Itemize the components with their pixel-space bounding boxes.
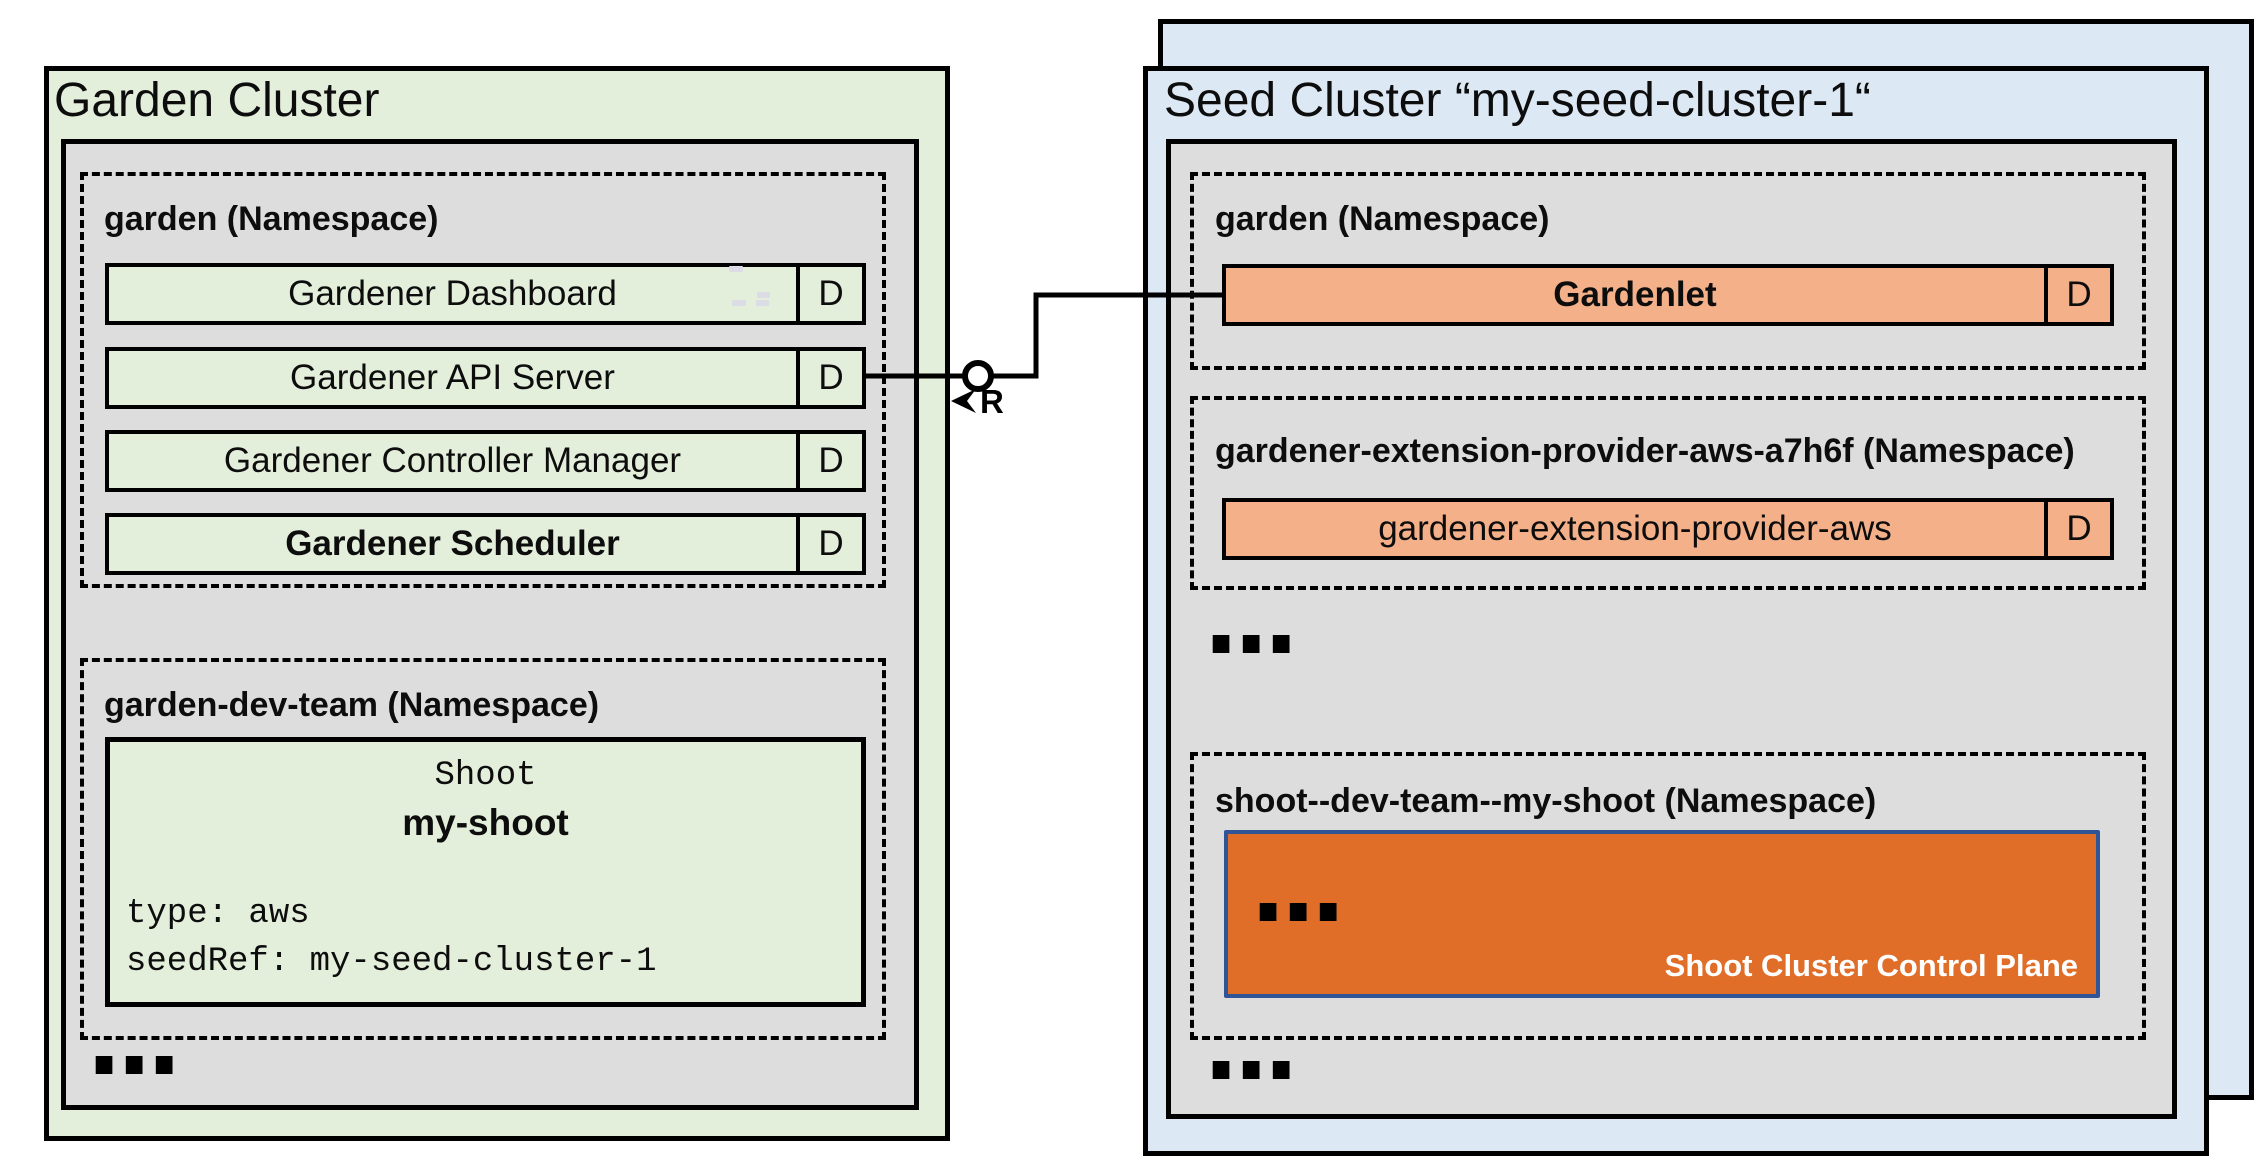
garden-dev-team-namespace-label: garden-dev-team (Namespace) — [104, 686, 600, 724]
component-label: Gardener Scheduler — [285, 524, 620, 563]
ghost-mark — [756, 300, 769, 306]
component-gardener-api-server: Gardener API Server D — [105, 347, 866, 409]
shoot-cluster-control-plane-box: ... Shoot Cluster Control Plane — [1224, 830, 2100, 998]
seed-garden-namespace-label: garden (Namespace) — [1215, 200, 1550, 238]
garden-namespace-box — [80, 172, 886, 588]
ghost-mark — [757, 292, 770, 298]
control-plane-label: Shoot Cluster Control Plane — [1664, 948, 2078, 983]
seed-cluster-title: Seed Cluster “my-seed-cluster-1“ — [1164, 74, 1871, 127]
seed-shoot-namespace-box — [1190, 752, 2146, 1040]
deployment-badge: D — [2044, 502, 2110, 556]
deployment-badge: D — [796, 434, 862, 488]
r-marker-label: R — [980, 383, 1004, 420]
garden-cluster-title: Garden Cluster — [54, 74, 380, 127]
ghost-mark — [729, 266, 743, 272]
deployment-badge: D — [796, 517, 862, 571]
shoot-resource-spec: type: aws seedRef: my-seed-cluster-1 — [126, 890, 657, 986]
lollipop-interface-circle — [962, 360, 994, 392]
shoot-spec-type: type: aws — [126, 895, 310, 933]
ghost-mark — [732, 300, 746, 306]
component-gardenlet: Gardenlet D — [1222, 264, 2114, 326]
garden-namespace-label: garden (Namespace) — [104, 200, 439, 238]
component-gardener-extension-provider-aws: gardener-extension-provider-aws D — [1222, 498, 2114, 560]
component-label: Gardener Controller Manager — [223, 441, 682, 480]
shoot-resource-box: Shoot my-shoot type: aws seedRef: my-seed… — [105, 737, 866, 1007]
shoot-spec-seedref: seedRef: my-seed-cluster-1 — [126, 943, 657, 981]
seed-extension-namespace-label: gardener-extension-provider-aws-a7h6f (N… — [1215, 432, 2075, 470]
garden-dev-team-namespace-box — [80, 658, 886, 1040]
component-label: Gardener API Server — [290, 358, 615, 397]
deployment-badge: D — [796, 351, 862, 405]
seed-garden-namespace-box — [1190, 172, 2146, 370]
arrowhead-left-icon — [951, 389, 976, 413]
shoot-resource-kind: Shoot — [434, 757, 537, 795]
seed-shoot-namespace-label: shoot--dev-team--my-shoot (Namespace) — [1215, 782, 1877, 820]
deployment-badge: D — [2044, 268, 2110, 322]
control-plane-ellipsis: ... — [1250, 834, 1346, 944]
component-label: Gardenlet — [1553, 275, 1717, 314]
shoot-resource-name: my-shoot — [402, 802, 569, 843]
component-label: Gardener Dashboard — [288, 274, 617, 313]
component-gardener-dashboard: Gardener Dashboard D — [105, 263, 866, 325]
component-gardener-scheduler: Gardener Scheduler D — [105, 513, 866, 575]
component-gardener-controller-manager: Gardener Controller Manager D — [105, 430, 866, 492]
seed-extension-namespace-box — [1190, 396, 2146, 590]
component-label: gardener-extension-provider-aws — [1378, 509, 1892, 548]
deployment-badge: D — [796, 267, 862, 321]
